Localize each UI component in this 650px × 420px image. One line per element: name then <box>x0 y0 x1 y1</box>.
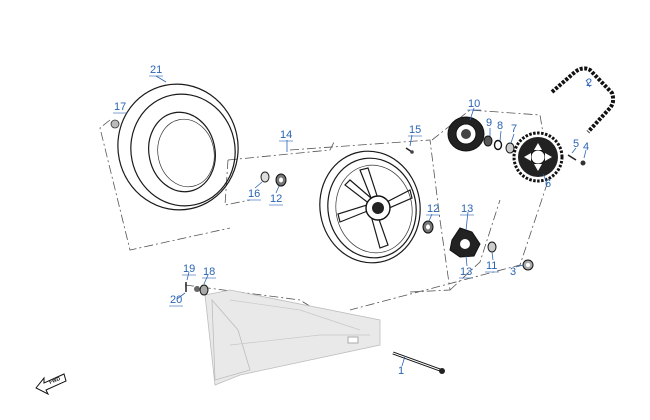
callout-6: 6 <box>545 178 551 190</box>
swingarm <box>204 289 381 386</box>
callout-12: 12 <box>270 193 282 205</box>
collar-right <box>487 241 497 253</box>
callout-12: 12 <box>427 203 439 215</box>
valve-stem <box>110 119 120 129</box>
callout-15: 15 <box>409 124 421 136</box>
rear-axle <box>392 351 445 374</box>
callout-1: 1 <box>398 365 404 377</box>
bearing-right <box>422 220 434 234</box>
bearing-hub <box>493 139 503 151</box>
wheel-rim <box>319 150 421 264</box>
callout-13: 13 <box>460 266 472 278</box>
callout-numbers: 21 17 14 15 10 9 8 7 2 5 4 6 16 12 12 13… <box>114 64 592 377</box>
tire <box>117 83 239 211</box>
collar-hub <box>505 142 515 154</box>
adjuster-plate <box>199 284 209 296</box>
bearing-left <box>275 173 287 187</box>
callout-18: 18 <box>203 266 215 278</box>
forward-arrow-icon: FWD <box>35 373 67 396</box>
adjuster-nut <box>194 286 200 292</box>
callout-9: 9 <box>486 117 492 129</box>
small-bolt <box>405 147 414 154</box>
drive-chain <box>550 66 616 134</box>
sprocket-nut <box>580 160 586 166</box>
callout-5: 5 <box>573 138 579 150</box>
callout-10: 10 <box>468 98 480 110</box>
callout-underlines <box>113 75 499 307</box>
callout-21: 21 <box>150 64 162 76</box>
callout-4: 4 <box>583 141 589 153</box>
callout-11: 11 <box>486 260 497 272</box>
callout-19: 19 <box>183 263 195 275</box>
callout-20: 20 <box>170 294 182 306</box>
callout-2: 2 <box>586 77 592 89</box>
leader-lines <box>155 75 591 367</box>
collar-left <box>260 171 270 183</box>
sprocket-bolt <box>567 154 577 161</box>
callout-13: 13 <box>461 203 473 215</box>
callout-16: 16 <box>248 188 260 200</box>
callout-14: 14 <box>280 129 292 141</box>
axle-nut <box>522 259 534 271</box>
callout-8: 8 <box>497 120 503 132</box>
callout-3: 3 <box>510 266 516 278</box>
fwd-label: FWD <box>49 376 62 386</box>
rear-sprocket <box>512 131 564 183</box>
callout-7: 7 <box>511 123 517 135</box>
oil-seal <box>483 135 493 147</box>
cushion-rubber <box>449 227 481 258</box>
sprocket-hub <box>447 116 485 152</box>
assembly-group-lines <box>99 109 551 326</box>
callout-17: 17 <box>114 101 126 113</box>
